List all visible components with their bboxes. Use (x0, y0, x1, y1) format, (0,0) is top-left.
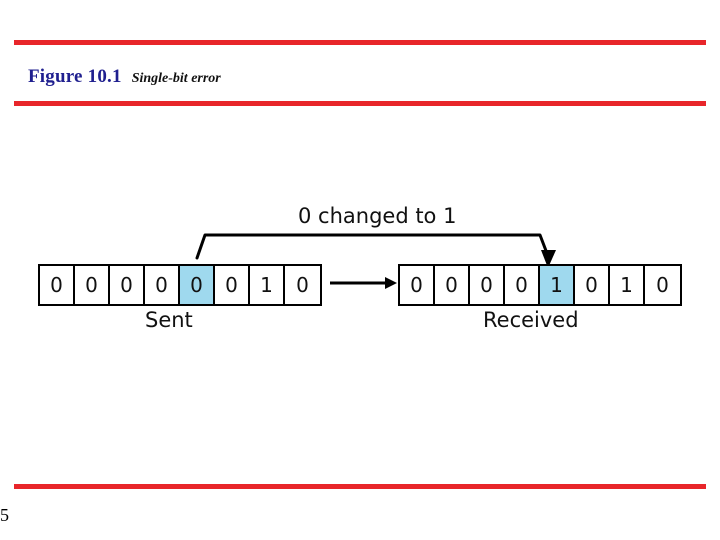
received-bit-highlighted: 1 (540, 266, 575, 304)
bit-change-annotation: 0 changed to 1 (298, 204, 457, 228)
change-arrow-path (195, 233, 550, 260)
figure-number: Figure 10.1 (28, 66, 122, 87)
sent-bit: 1 (250, 266, 285, 304)
sent-bit: 0 (215, 266, 250, 304)
single-bit-error-diagram: 0 changed to 1 0 0 0 0 0 0 1 0 0 0 0 0 1… (0, 180, 720, 360)
received-bit: 0 (470, 266, 505, 304)
sent-bit: 0 (285, 266, 320, 304)
page-number: 5 (0, 505, 9, 525)
received-bit: 0 (575, 266, 610, 304)
received-bit: 0 (505, 266, 540, 304)
top-rule (14, 40, 706, 45)
received-bit: 0 (400, 266, 435, 304)
sent-bit-highlighted: 0 (180, 266, 215, 304)
received-bit: 0 (435, 266, 470, 304)
middle-rule (14, 101, 706, 106)
received-bit: 0 (645, 266, 680, 304)
sent-bit: 0 (110, 266, 145, 304)
bottom-rule (14, 484, 706, 489)
received-byte: 0 0 0 0 1 0 1 0 (398, 264, 682, 306)
received-bit: 1 (610, 266, 645, 304)
sent-bit: 0 (40, 266, 75, 304)
sent-label: Sent (145, 308, 193, 332)
transmission-arrow-head (385, 277, 397, 289)
received-label: Received (483, 308, 579, 332)
sent-byte: 0 0 0 0 0 0 1 0 (38, 264, 322, 306)
sent-bit: 0 (145, 266, 180, 304)
figure-title: Figure 10.1 Single-bit error (28, 66, 221, 88)
figure-caption: Single-bit error (131, 71, 221, 86)
sent-bit: 0 (75, 266, 110, 304)
